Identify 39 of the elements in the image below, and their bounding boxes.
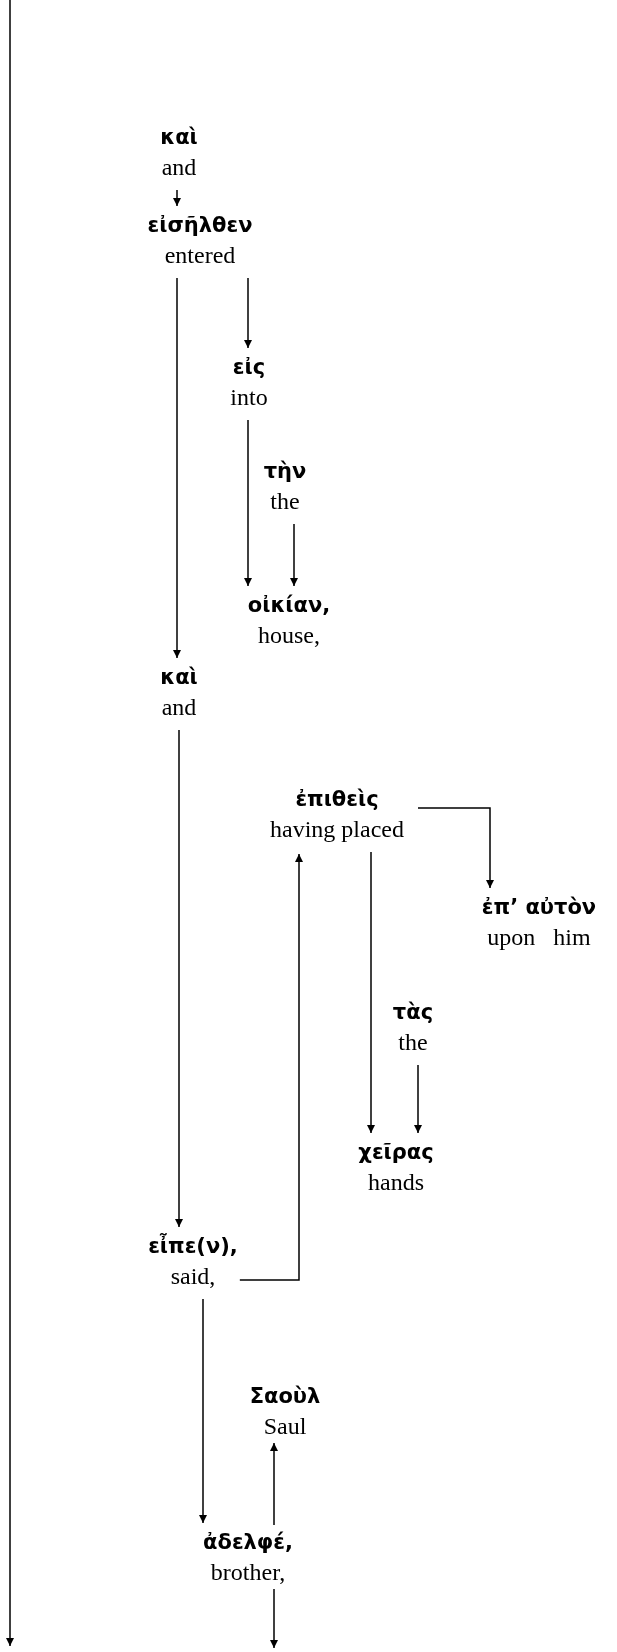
greek-word: ἐπιθεὶς <box>294 786 380 813</box>
english-gloss: and <box>160 153 198 182</box>
greek-word: εἶπε(ν), <box>148 1232 238 1260</box>
arrow <box>367 851 375 1134</box>
arrow <box>270 1442 278 1526</box>
english-gloss: said, <box>169 1262 217 1291</box>
arrow <box>244 419 252 587</box>
greek-word: εἰσῆλθεν <box>147 212 253 239</box>
arrow <box>290 523 298 587</box>
english-gloss: having placed <box>270 815 404 844</box>
greek-word: τὰς <box>392 999 434 1026</box>
english-gloss: and <box>160 693 198 722</box>
english-gloss: Saul <box>262 1412 308 1441</box>
english-gloss: the <box>397 1028 429 1057</box>
english-gloss: hands <box>367 1168 425 1197</box>
arrow <box>414 1064 422 1134</box>
arrow <box>173 189 181 207</box>
english-gloss: upon him <box>486 923 592 952</box>
arrow <box>239 853 303 1281</box>
greek-word: καὶ <box>160 124 198 151</box>
english-gloss: house, <box>257 621 321 650</box>
greek-word: καὶ <box>160 664 198 691</box>
english-gloss: into <box>230 383 268 412</box>
greek-word: εἰς <box>231 354 267 381</box>
greek-word: Σαοὺλ <box>249 1383 321 1410</box>
english-gloss: entered <box>163 241 237 270</box>
arrow <box>173 277 181 659</box>
greek-word: χεῖρας <box>358 1139 434 1166</box>
english-gloss: the <box>269 487 301 516</box>
arrow <box>175 729 183 1228</box>
arrow <box>270 1588 278 1649</box>
greek-word: οἰκίαν, <box>247 592 331 619</box>
arrow <box>244 277 252 349</box>
english-gloss: brother, <box>209 1558 287 1587</box>
arrow <box>199 1298 207 1524</box>
greek-word: ἐπ’ αὐτὸν <box>481 894 597 921</box>
greek-word: ἀδελφέ, <box>203 1529 293 1556</box>
arrow <box>417 807 494 889</box>
greek-word: τὴν <box>263 458 307 485</box>
